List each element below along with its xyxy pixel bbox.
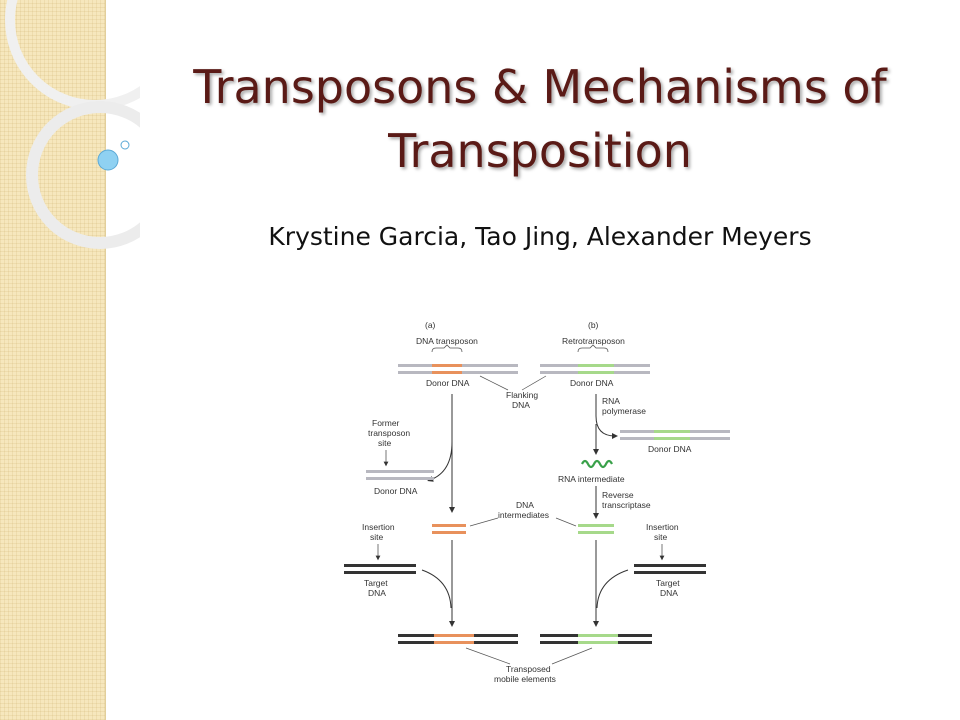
donor-dna-b2-label: Donor DNA [648, 444, 692, 454]
slide-title: Transposons & Mechanisms of Transpositio… [150, 55, 930, 183]
brace-a [431, 344, 463, 353]
dna-intermediates-label-2: intermediates [498, 510, 549, 520]
slide-authors: Krystine Garcia, Tao Jing, Alexander Mey… [268, 222, 812, 251]
rna-squiggle [581, 459, 613, 469]
transposed-element-a [398, 634, 518, 644]
flanking-label-2: DNA [512, 400, 530, 410]
blue-bubble-small [120, 140, 130, 150]
donor-dna-a-strand [398, 364, 518, 374]
insertion-b-label-2: site [654, 532, 668, 542]
donor-dna-b-label: Donor DNA [570, 378, 614, 388]
ring-inner [26, 101, 140, 249]
donor-dna-b2-strand [620, 430, 730, 440]
blue-bubble-large [97, 149, 119, 171]
dna-transposon-label: DNA transposon [416, 336, 478, 346]
insertion-a-label-2: site [370, 532, 384, 542]
decorative-rings [5, 0, 140, 249]
arrow-b-donor [595, 415, 618, 439]
reverse-label-1: Reverse [602, 490, 634, 500]
transposed-element-b [540, 634, 652, 644]
dna-int-pointer-b [555, 517, 577, 527]
transposed-pointer-b [551, 647, 593, 665]
panel-b-label: (b) [588, 320, 599, 330]
arrow-a-excision [427, 441, 453, 482]
rna-pol-label-1: RNA [602, 396, 620, 406]
former-label-2: transposon [368, 428, 410, 438]
transposed-label-2: mobile elements [494, 674, 556, 684]
title-line-2: Transposition [388, 124, 692, 178]
retrotransposon-label: Retrotransposon [562, 336, 625, 346]
rna-intermediate-label: RNA intermediate [558, 474, 625, 484]
transposed-label-1: Transposed [506, 664, 551, 674]
insertion-b-label-1: Insertion [646, 522, 679, 532]
title-line-1: Transposons & Mechanisms of [193, 60, 887, 114]
donor-dna-a-label: Donor DNA [426, 378, 470, 388]
flanking-pointer-a [479, 375, 509, 391]
former-label-1: Former [372, 418, 400, 428]
panel-a-label: (a) [425, 320, 436, 330]
transposed-pointer-a [465, 647, 511, 665]
arrow-a-target-merge [421, 569, 452, 609]
donor-dna-a2-label: Donor DNA [374, 486, 418, 496]
insertion-a-label-1: Insertion [362, 522, 395, 532]
brace-b [577, 344, 609, 353]
donor-dna-b-strand [540, 364, 650, 374]
dna-intermediates-label-1: DNA [516, 500, 534, 510]
ring-outer [5, 0, 140, 110]
target-b-label-2: DNA [660, 588, 678, 598]
arrow-b-target-merge [596, 569, 629, 609]
target-a-label-2: DNA [368, 588, 386, 598]
dna-intermediate-b [578, 524, 614, 534]
target-b-label-1: Target [656, 578, 680, 588]
flanking-label-1: Flanking [506, 390, 538, 400]
former-label-3: site [378, 438, 392, 448]
rna-pol-label-2: polymerase [602, 406, 646, 416]
target-a-label-1: Target [364, 578, 388, 588]
target-dna-b-strand [634, 564, 706, 574]
dna-int-pointer-a [469, 517, 499, 527]
former-site-strand [366, 470, 434, 480]
flanking-pointer-b [521, 375, 547, 391]
transposition-diagram: (a) (b) DNA transposon Retrotransposon D… [344, 320, 730, 684]
reverse-label-2: transcriptase [602, 500, 651, 510]
target-dna-a-strand [344, 564, 416, 574]
dna-intermediate-a [432, 524, 466, 534]
